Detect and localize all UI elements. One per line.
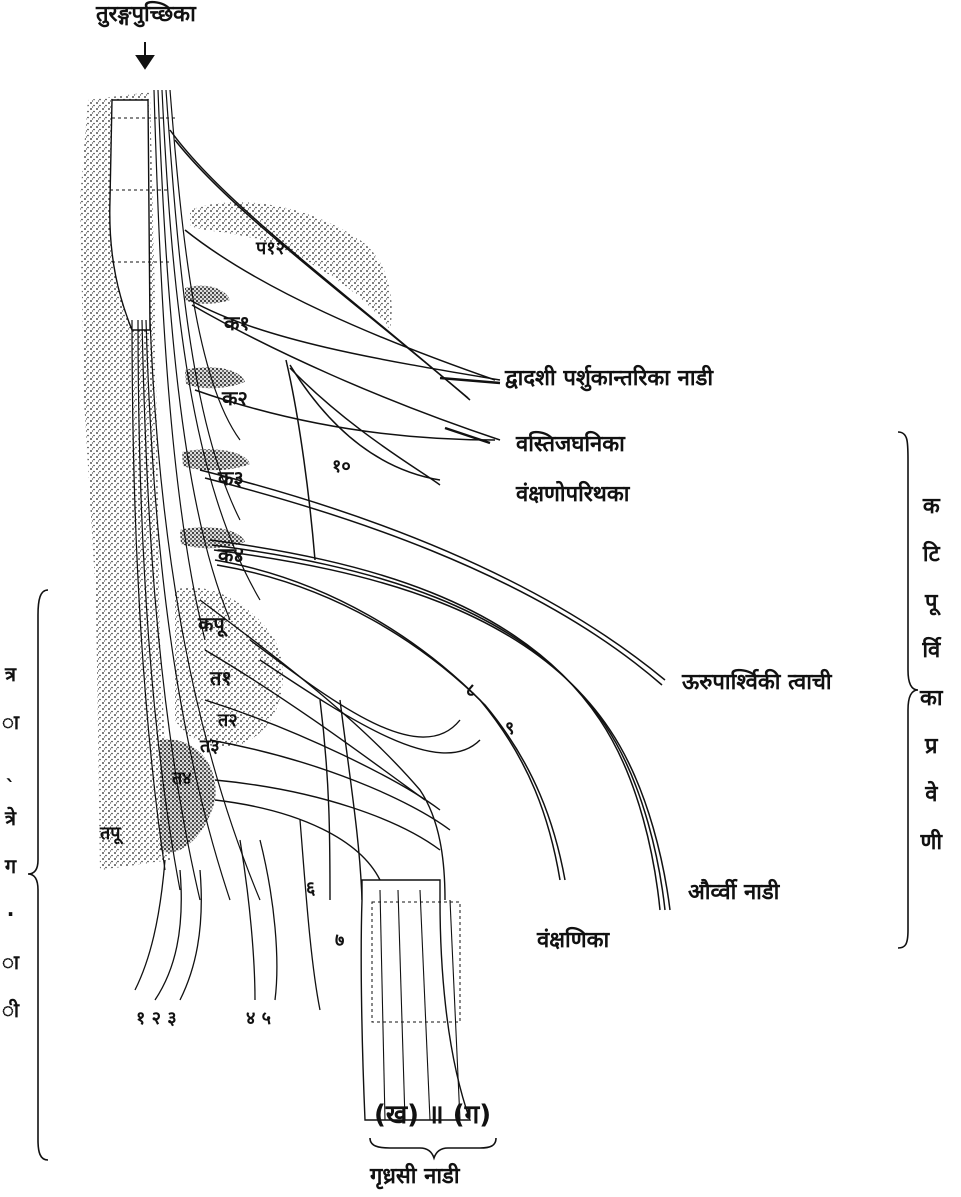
branch-numbers-1-2-3: १ २ ३: [136, 1010, 177, 1028]
branch-number-6: ६: [306, 880, 315, 898]
vertical-char: टि: [923, 544, 940, 566]
sacral-plexus-vertical-label-partial: त्र ा ˎ त्रे ग · ा ी: [2, 664, 19, 1020]
right-brace: [898, 432, 918, 948]
root-label-s1: त१: [210, 668, 232, 688]
root-label-l1: क१: [224, 313, 250, 333]
vertical-char: त्र: [5, 664, 16, 684]
root-label-s4: त४: [172, 770, 192, 788]
root-label-l2: क२: [222, 388, 248, 408]
vertical-char: ·: [7, 904, 15, 924]
vertical-char: णी: [921, 832, 943, 854]
root-label-s5: तपू: [100, 825, 120, 843]
vertical-char: क: [923, 496, 940, 518]
vertical-char: प्र: [925, 736, 938, 758]
vertical-char: वे: [925, 784, 937, 806]
vertical-char: ी: [2, 1000, 19, 1020]
vertical-char: ग: [5, 856, 16, 876]
label-obturator-nerve: वंक्षणिका: [537, 930, 609, 952]
label-ilioinguinal-nerve: वंक्षणोपरिथका: [516, 484, 629, 506]
branch-number-8: ८: [466, 682, 475, 700]
vertical-char: का: [920, 688, 943, 710]
label-sciatic-nerve: गृध्रसी नाडी: [370, 1166, 460, 1188]
root-label-t12: प१२: [256, 240, 285, 258]
label-lateral-cutaneous-nerve: ऊरुपार्श्विकी त्वाची: [682, 672, 832, 694]
branch-numbers-4-5: ४ ५: [246, 1010, 271, 1028]
label-cauda-equina: तुरङ्गपुच्छिका: [96, 4, 196, 26]
left-brace: [28, 590, 48, 1160]
vertical-char: त्रे: [5, 808, 16, 828]
root-label-l4: क४: [218, 545, 244, 565]
branch-number-7: ७: [335, 932, 344, 950]
root-label-s2: त२: [218, 712, 238, 730]
root-label-l5: कपू: [198, 614, 225, 634]
bottom-brace: [370, 1138, 496, 1158]
label-femoral-nerve: और्व्वी नाडी: [688, 882, 779, 904]
vertical-char: ा: [2, 712, 19, 732]
vertical-char: ा: [2, 952, 19, 972]
vertical-char: र्वि: [922, 640, 940, 662]
vertical-char: ˎ: [6, 760, 16, 780]
label-iliohypogastric-nerve: वस्तिजघनिका: [516, 434, 625, 456]
label-sciatic-parts: (ख) ॥ (ग): [374, 1102, 491, 1128]
root-label-l3: क३: [218, 468, 244, 488]
lumbar-plexus-vertical-label: क टि पू र्वि का प्र वे णी: [920, 496, 943, 854]
label-twelfth-intercostal-nerve: द्वादशी पर्शुकान्तरिका नाडी: [505, 368, 713, 390]
branch-number-10: १०: [332, 458, 351, 476]
root-label-s3: त३: [200, 738, 220, 756]
branch-number-9: ९: [505, 720, 514, 738]
sciatic-nerve-trunk: [361, 880, 470, 1120]
vertical-char: पू: [925, 592, 938, 614]
